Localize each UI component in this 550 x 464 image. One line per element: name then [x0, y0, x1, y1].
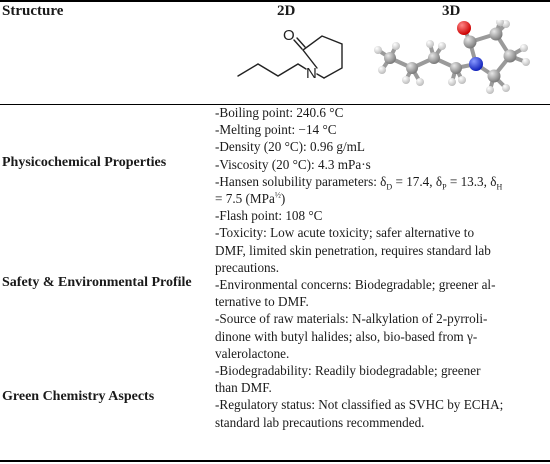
section-physicochemical: Physicochemical Properties — [2, 155, 167, 170]
top-rule — [0, 0, 550, 2]
hydrogen-atoms — [374, 20, 530, 94]
environmental-line-1: -Environmental concerns: Biodegradable; … — [215, 277, 496, 293]
structure-3d-model — [374, 20, 530, 94]
hansen-line-2: = 7.5 (MPa½) — [215, 190, 286, 207]
oxygen-atom-label: O — [283, 27, 295, 44]
pyrrolidinone-ring — [302, 35, 343, 79]
toxicity-line-2: DMF, limited skin penetration, requires … — [215, 242, 491, 258]
toxicity-line-1: -Toxicity: Low acute toxicity; safer alt… — [215, 225, 475, 241]
environmental-line-2: ternative to DMF. — [215, 294, 309, 310]
nitrogen-atom-label: N — [306, 65, 317, 82]
regulatory-line-1: -Regulatory status: Not classified as SV… — [215, 397, 504, 413]
structure-2d-diagram: O N — [237, 27, 343, 82]
biodegradability-line-1: -Biodegradability: Readily biodegradable… — [215, 363, 481, 379]
oxygen-atom — [457, 21, 471, 35]
header-structure: Structure — [2, 3, 64, 19]
melting-point: -Melting point: −14 °C — [215, 122, 337, 138]
boiling-point: -Boiling point: 240.6 °C — [215, 105, 344, 120]
flash-point: -Flash point: 108 °C — [215, 208, 323, 224]
nitrogen-atom — [469, 57, 483, 71]
header-2d: 2D — [277, 3, 296, 19]
viscosity: -Viscosity (20 °C): 4.3 mPa·s — [215, 156, 371, 172]
bottom-rule — [0, 460, 550, 462]
header-rule — [0, 104, 550, 105]
butyl-chain — [237, 63, 307, 77]
raw-materials-line-2: dinone with butyl halides; also, bio-bas… — [215, 328, 478, 344]
hansen-line-1: -Hansen solubility parameters: δD = 17.4… — [215, 173, 503, 192]
toxicity-line-3: precautions. — [215, 259, 280, 275]
raw-materials-line-1: -Source of raw materials: N-alkylation o… — [215, 311, 488, 327]
raw-materials-line-3: valerolactone. — [215, 345, 290, 361]
regulatory-line-2: standard lab precautions recommended. — [215, 414, 425, 430]
section-green: Green Chemistry Aspects — [2, 389, 155, 404]
density: -Density (20 °C): 0.96 g/mL — [215, 139, 365, 155]
biodegradability-line-2: than DMF. — [215, 380, 272, 396]
carbon-atoms — [384, 27, 517, 83]
header-3d: 3D — [442, 3, 461, 19]
section-safety: Safety & Environmental Profile — [2, 275, 192, 290]
properties-column: -Boiling point: 240.6 °C -Melting point:… — [215, 104, 545, 431]
